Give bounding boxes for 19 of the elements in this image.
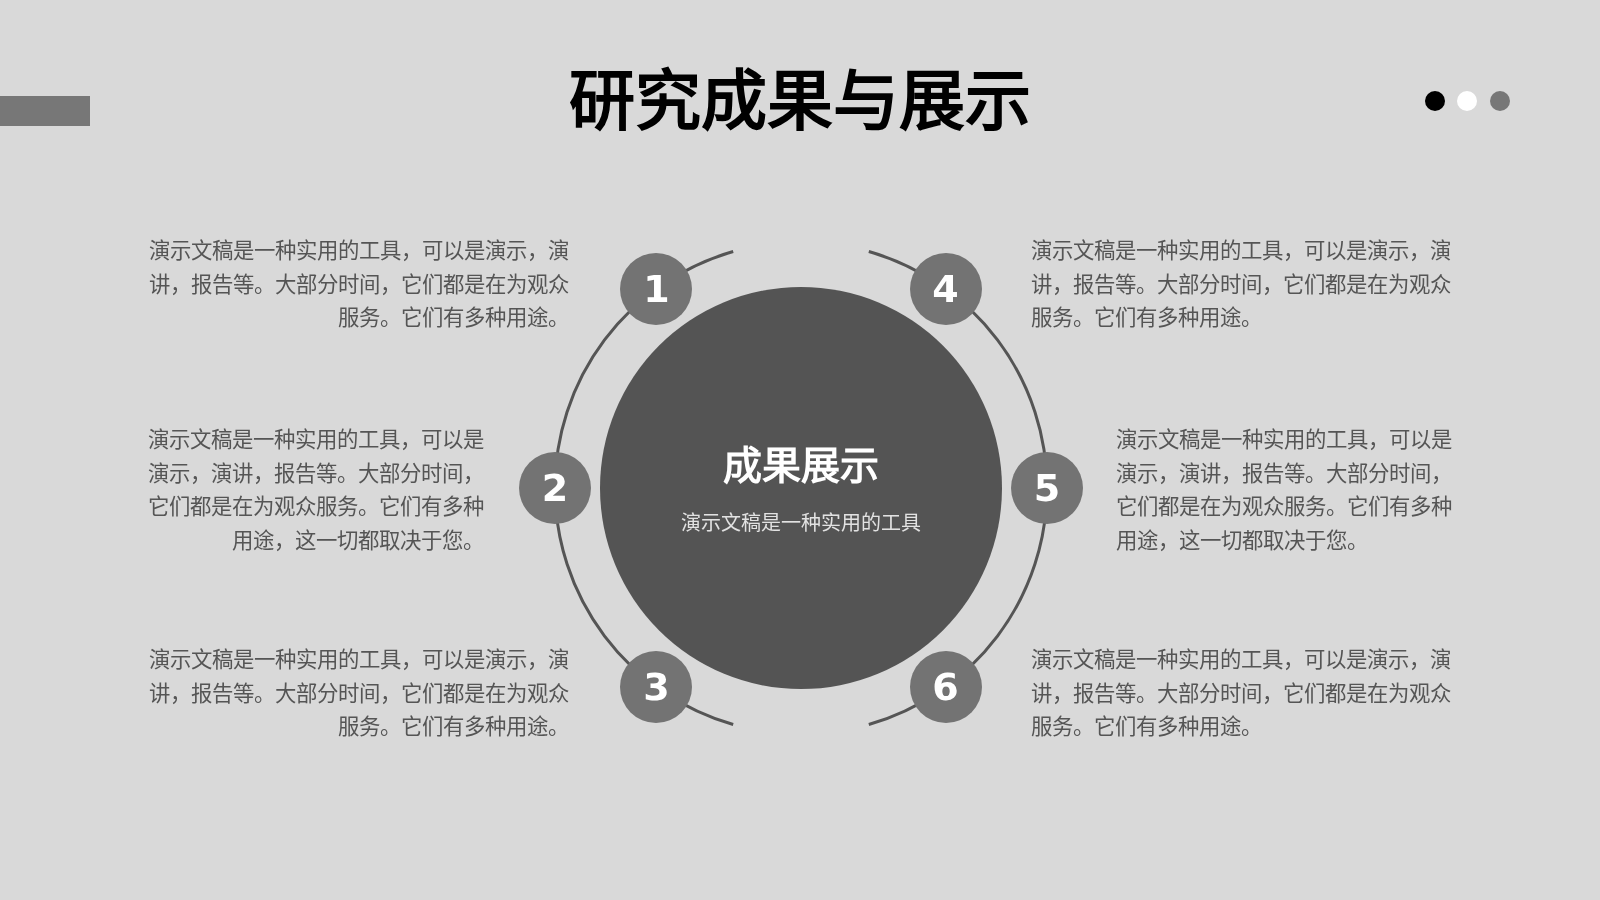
circle-subtitle: 演示文稿是一种实用的工具 (681, 510, 921, 537)
step-number: 2 (541, 465, 569, 512)
description-text: 演示文稿是一种实用的工具，可以是演示，演讲，报告等。大部分时间，它们都是在为观众服务。它们有多种用途，这一切都取决于您。 (1116, 426, 1453, 555)
step-number: 4 (932, 265, 959, 313)
page-title: 研究成果与展示 (569, 62, 1031, 142)
circle-title: 成果展示 (723, 442, 879, 490)
description-text: 演示文稿是一种实用的工具，可以是演示，演讲，报告等。大部分时间，它们都是在为观众服务。它们有多种用途。 (148, 237, 569, 332)
step-number: 6 (932, 664, 959, 711)
description-text: 演示文稿是一种实用的工具，可以是演示，演讲，报告等。大部分时间，它们都是在为观众服务。它们有多种用途，这一切都取决于您。 (147, 426, 484, 555)
description-text: 演示文稿是一种实用的工具，可以是演示，演讲，报告等。大部分时间，它们都是在为观众服务。它们有多种用途。 (1031, 237, 1452, 332)
step-number: 5 (1033, 465, 1061, 512)
description-text: 演示文稿是一种实用的工具，可以是演示，演讲，报告等。大部分时间，它们都是在为观众服务。它们有多种用途。 (148, 646, 569, 741)
number-circle (620, 252, 693, 325)
number-circle (909, 651, 982, 723)
number-circle (620, 651, 693, 723)
step-number: 3 (643, 664, 670, 711)
number-circle (909, 252, 982, 325)
step-number: 1 (643, 265, 670, 313)
description-text: 演示文稿是一种实用的工具，可以是演示，演讲，报告等。大部分时间，它们都是在为观众服务。它们有多种用途。 (1031, 646, 1452, 741)
